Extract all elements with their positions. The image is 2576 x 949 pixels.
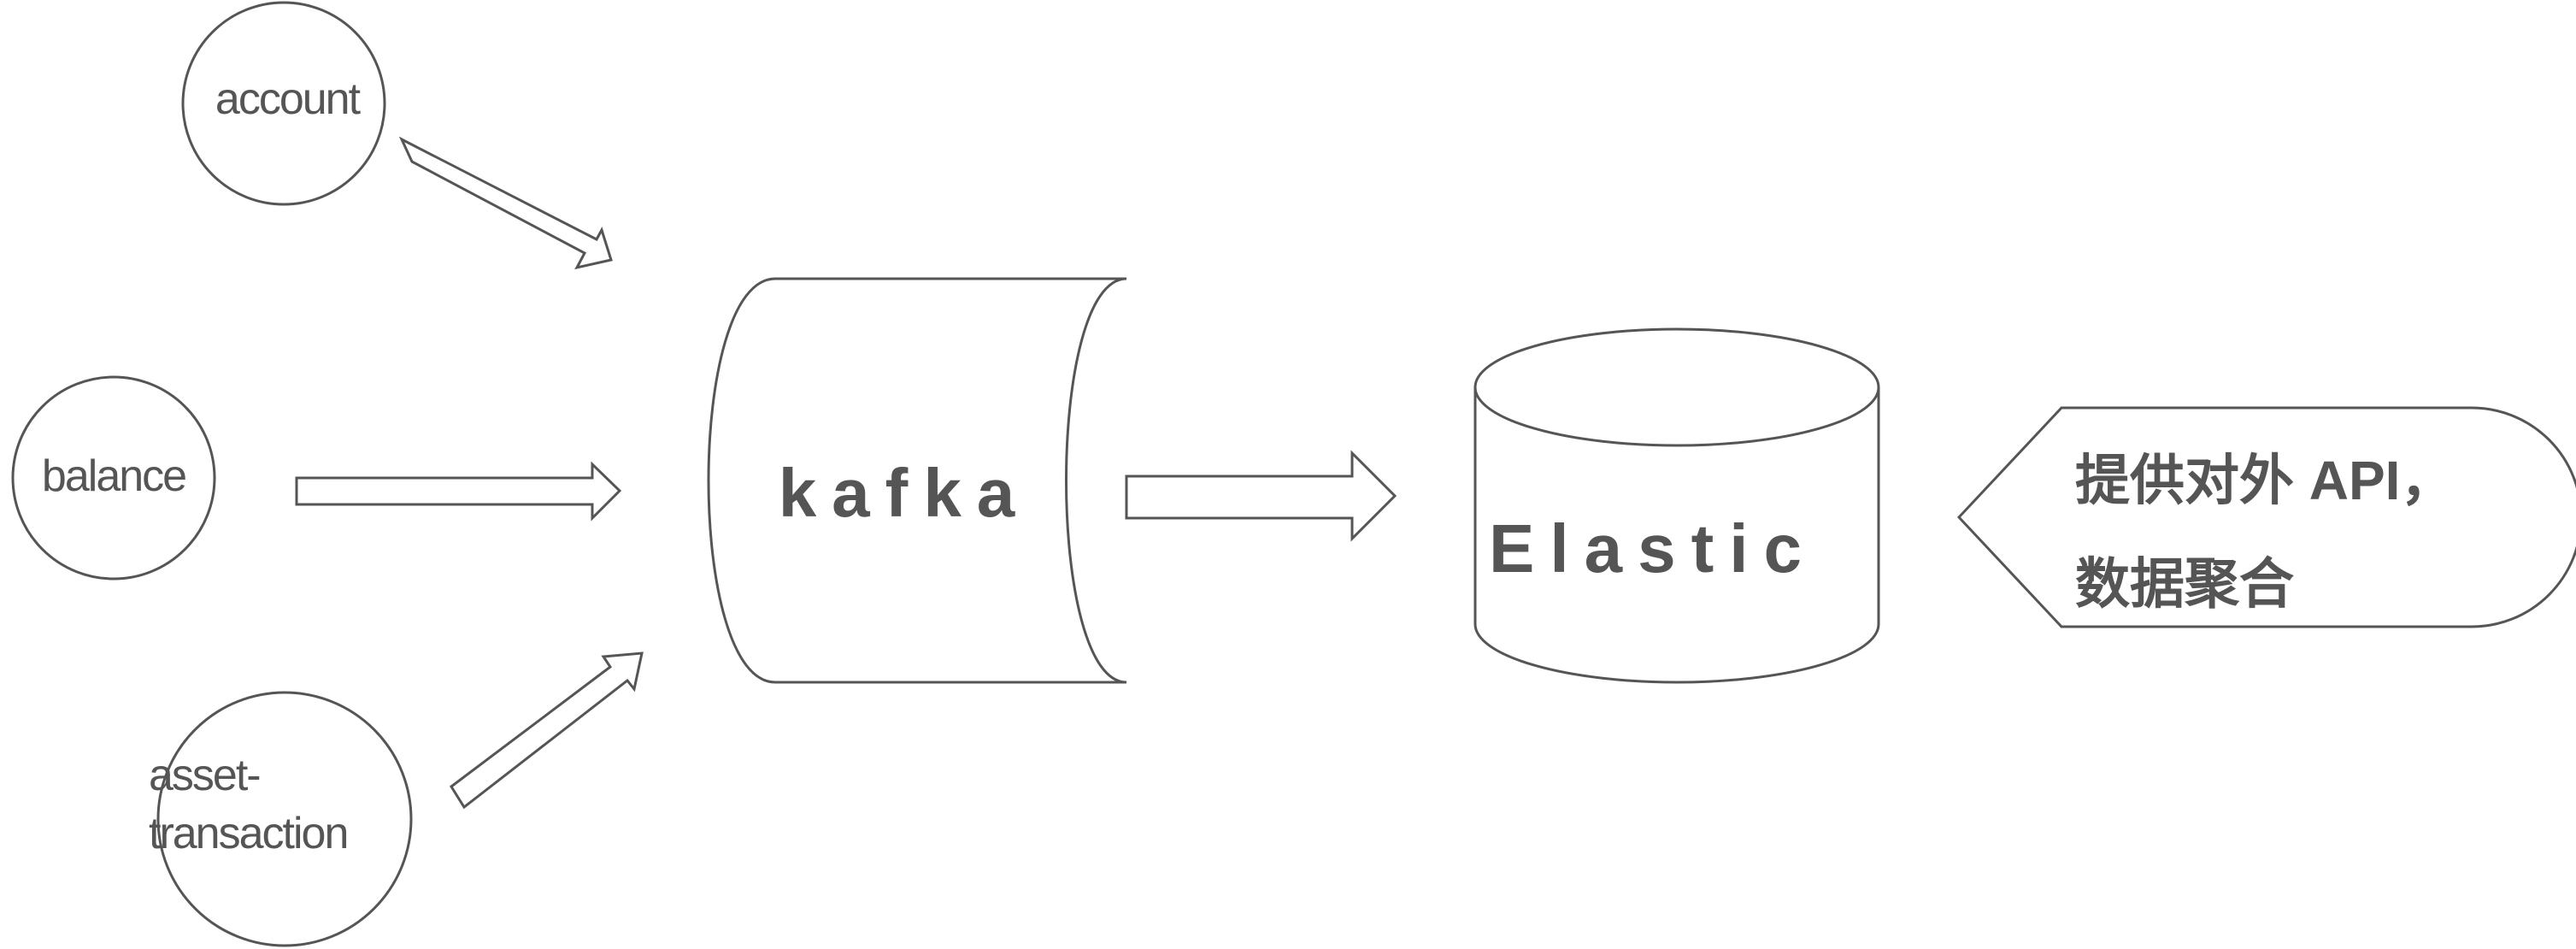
api-node: 提供对外 API， 数据聚合 — [1956, 406, 2576, 628]
arrow-account-to-kafka — [398, 136, 613, 270]
arrow-kafka-to-elastic — [1125, 450, 1397, 542]
kafka-queue: kafka — [707, 277, 1127, 684]
elastic-store: Elastic — [1473, 327, 1880, 684]
node-asset-transaction: asset- transaction — [149, 691, 413, 947]
balance-circle — [11, 375, 216, 581]
node-account: account — [181, 1, 386, 206]
api-label-line1: 提供对外 API， — [2075, 450, 2455, 511]
account-circle — [181, 1, 386, 206]
asset-transaction-circle — [156, 691, 413, 947]
kafka-body — [707, 277, 1127, 684]
arrow-balance-to-kafka — [295, 461, 622, 522]
elastic-body — [1473, 387, 1880, 684]
elastic-label: Elastic — [1489, 510, 1817, 586]
asset-transaction-label-line2: transaction — [149, 809, 347, 858]
kafka-label: kafka — [779, 455, 1031, 531]
node-balance: balance — [11, 375, 216, 581]
asset-transaction-label-line1: asset- — [149, 751, 260, 800]
balance-label: balance — [42, 451, 185, 501]
api-shape — [1956, 406, 2576, 628]
api-label-line2: 数据聚合 — [2075, 553, 2294, 615]
elastic-top — [1473, 327, 1880, 447]
arrow-asset-transaction-to-kafka — [449, 651, 644, 810]
account-label: account — [215, 74, 362, 124]
